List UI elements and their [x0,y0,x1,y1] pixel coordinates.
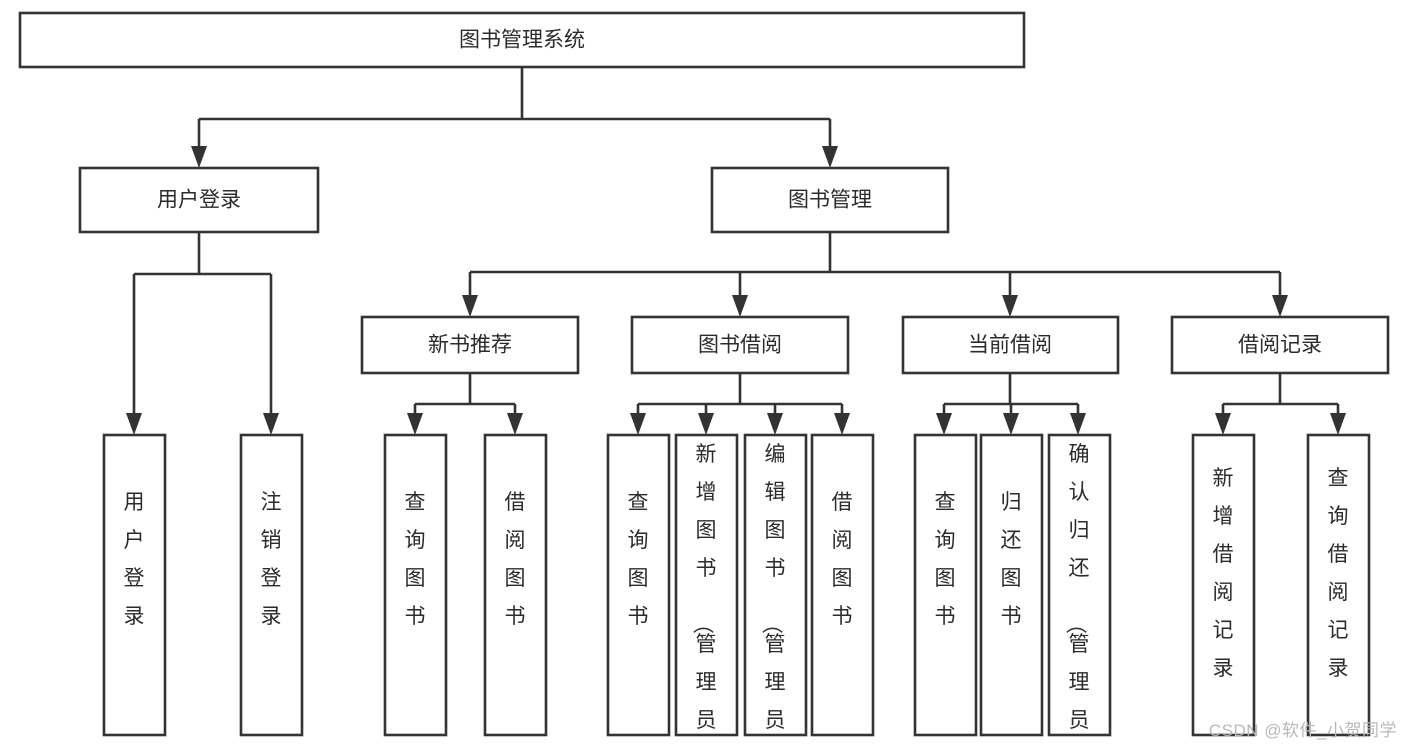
arrowhead-leaf-6 [698,413,714,435]
leaf-node-borrow-book-2-box[interactable] [810,433,875,737]
leaf-node-query-book-2-box[interactable] [606,433,671,737]
leaf-node-confirm-return-admin[interactable]: 确认归还（管理员） [1047,433,1112,747]
leaf-node-logout-label: 注销登录 [261,491,282,628]
leaf-node-user-login-label: 用户登录 [124,491,145,628]
node-root[interactable]: 图书管理系统 [18,11,1026,69]
leaf-node-borrow-book-1-label: 借阅图书 [505,491,526,628]
arrowhead-leaf-7 [767,413,783,435]
arrowhead-borrow [732,295,748,317]
leaf-node-return-book[interactable]: 归还图书 [979,433,1044,737]
arrowhead-login [191,146,207,168]
node-book-management-label: 图书管理 [788,189,872,212]
arrowhead-leaf-11 [1070,413,1086,435]
leaf-node-return-book-box[interactable] [979,433,1044,737]
leaf-node-borrow-book-1-box[interactable] [483,433,548,737]
arrowhead-record [1272,295,1288,317]
leaf-node-borrow-book-2[interactable]: 借阅图书 [810,433,875,737]
arrowhead-current [1002,295,1018,317]
arrowhead-leaf-4 [507,413,523,435]
leaf-node-edit-book-admin[interactable]: 编辑图书（管理员） [743,433,808,747]
node-book-borrow-label: 图书借阅 [698,334,782,357]
leaf-node-query-book-1-box[interactable] [383,433,448,737]
leaf-node-confirm-return-admin-label: 确认归还（管理员） [1064,443,1090,747]
node-book-borrow[interactable]: 图书借阅 [630,315,850,375]
arrowhead-leaf-3 [407,413,423,435]
node-root-label: 图书管理系统 [459,29,585,52]
arrowhead-leaf-12 [1215,413,1231,435]
leaf-node-add-borrow-record[interactable]: 新增借阅记录 [1191,433,1256,737]
arrowhead-leaf-13 [1330,413,1346,435]
connector-layer [126,67,1346,435]
leaf-node-user-login[interactable]: 用户登录 [102,433,167,737]
leaf-node-logout-box[interactable] [239,433,304,737]
leaf-node-query-borrow-record[interactable]: 查询借阅记录 [1306,433,1371,737]
node-borrow-record-box[interactable] [1170,315,1390,375]
arrowhead-leaf-8 [834,413,850,435]
arrowhead-leaf-2 [263,413,279,435]
leaf-node-query-book-3-label: 查询图书 [935,491,956,628]
arrowhead-leaf-9 [936,413,952,435]
leaf-node-add-borrow-record-box[interactable] [1191,433,1256,737]
leaf-node-borrow-book-1[interactable]: 借阅图书 [483,433,548,737]
leaf-node-query-book-3[interactable]: 查询图书 [913,433,978,737]
leaf-node-query-book-3-box[interactable] [913,433,978,737]
leaf-node-add-book-admin[interactable]: 新增图书（管理员） [674,433,739,747]
leaf-node-query-book-2[interactable]: 查询图书 [606,433,671,737]
leaf-node-return-book-label: 归还图书 [1001,491,1022,628]
node-user-login-box[interactable] [78,166,320,234]
node-borrow-record[interactable]: 借阅记录 [1170,315,1390,375]
node-root-box[interactable] [18,11,1026,69]
node-new-book-recommend[interactable]: 新书推荐 [360,315,580,375]
leaf-node-add-book-admin-label: 新增图书（管理员） [691,443,717,747]
leaf-node-confirm-return-admin-box[interactable] [1047,433,1112,737]
leaf-node-query-book-2-label: 查询图书 [628,491,649,628]
node-user-login[interactable]: 用户登录 [78,166,320,234]
leaf-node-add-borrow-record-label: 新增借阅记录 [1213,467,1234,680]
leaf-node-add-book-admin-box[interactable] [674,433,739,737]
node-current-borrow[interactable]: 当前借阅 [901,315,1120,375]
node-current-borrow-box[interactable] [901,315,1120,375]
node-book-borrow-box[interactable] [630,315,850,375]
leaf-node-query-book-1-label: 查询图书 [405,491,426,628]
leaf-node-query-borrow-record-label: 查询借阅记录 [1328,467,1349,680]
arrowhead-leaf-5 [630,413,646,435]
node-new-book-recommend-label: 新书推荐 [428,334,512,357]
node-user-login-label: 用户登录 [157,189,241,212]
node-borrow-record-label: 借阅记录 [1238,334,1322,357]
node-book-management[interactable]: 图书管理 [710,166,950,234]
leaf-node-borrow-book-2-label: 借阅图书 [832,491,853,628]
node-book-management-box[interactable] [710,166,950,234]
arrowhead-leaf-1 [126,413,142,435]
arrowhead-leaf-10 [1003,413,1019,435]
leaf-node-query-book-1[interactable]: 查询图书 [383,433,448,737]
leaf-node-edit-book-admin-box[interactable] [743,433,808,737]
leaf-node-query-borrow-record-box[interactable] [1306,433,1371,737]
leaf-node-logout[interactable]: 注销登录 [239,433,304,737]
arrowhead-bookmgmt [822,146,838,168]
node-current-borrow-label: 当前借阅 [968,334,1052,357]
leaf-node-edit-book-admin-label: 编辑图书（管理员） [760,443,786,747]
node-new-book-recommend-box[interactable] [360,315,580,375]
leaf-node-user-login-box[interactable] [102,433,167,737]
arrowhead-newbook [462,295,478,317]
